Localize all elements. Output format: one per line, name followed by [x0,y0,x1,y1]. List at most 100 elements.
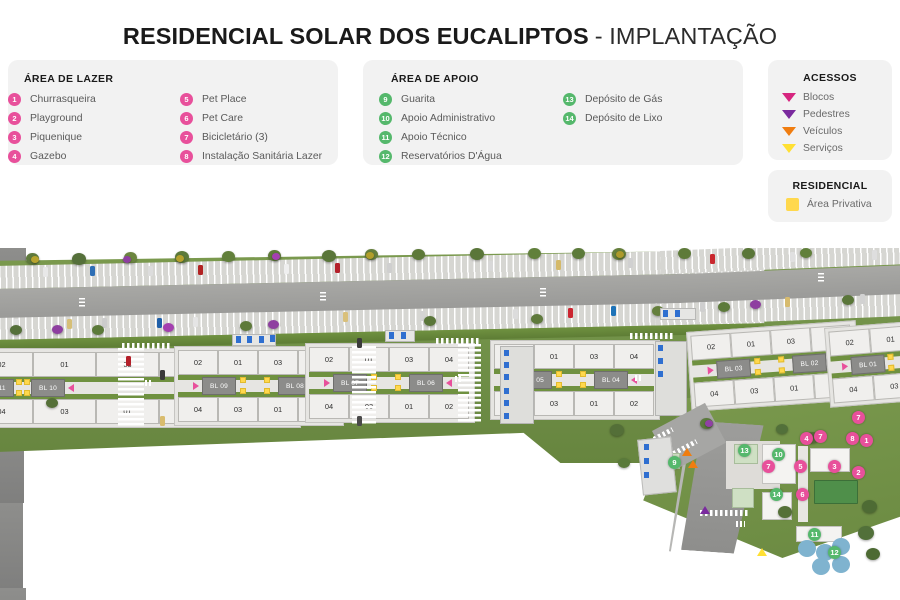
site-plan-map[interactable]: 02 01 03 04 04 03 01 02 BL 11 BL 10 [0,248,900,600]
map-marker-1[interactable]: 1 [860,434,873,447]
legend-item[interactable]: 13 Depósito de Gás [563,90,662,109]
unit[interactable]: 01 [534,344,574,369]
map-marker-12[interactable]: 12 [828,546,841,559]
unit[interactable]: 03 [770,327,812,356]
tree [46,398,58,408]
legend-item[interactable]: Área Privativa [786,198,872,211]
legend-label-6: Pet Care [202,113,244,124]
legend-item[interactable]: 4 Gazebo [8,147,96,166]
map-marker-5[interactable]: 5 [794,460,807,473]
unit[interactable]: 01 [33,352,96,377]
block-core-bl03[interactable]: BL 03 [716,358,752,379]
tree [800,248,812,258]
legend-item[interactable]: 1 Churrasqueira [8,90,96,109]
unit[interactable]: 01 [574,391,614,416]
unit[interactable]: 04 [693,379,736,408]
legend-item[interactable]: 12 Reservatórios D'Água [379,147,502,166]
legend-label-7: Bicicletário (3) [202,132,268,143]
block-core-bl02[interactable]: BL 02 [791,353,828,374]
car [710,254,715,264]
amenity-building-lixo[interactable] [732,488,754,508]
unit[interactable]: 02 [828,328,872,357]
map-marker-11[interactable]: 11 [808,528,821,541]
unit[interactable]: 03 [258,350,298,375]
map-marker-4[interactable]: 4 [800,432,813,445]
unit[interactable]: 03 [872,372,900,401]
unit[interactable]: 01 [773,374,815,402]
unit[interactable]: 01 [869,325,900,354]
private-area [887,353,894,361]
block-core-bl06[interactable]: BL 06 [409,374,443,392]
triangle-marker-veiculos-map [688,460,698,468]
map-marker-7c[interactable]: 7 [762,460,775,473]
unit[interactable]: 01 [389,394,429,419]
map-marker-13[interactable]: 13 [738,444,751,457]
triangle-marker-pedestres-map [700,506,710,514]
unit[interactable]: 02 [178,350,218,375]
map-marker-3[interactable]: 3 [828,460,841,473]
legend-title-apoio: ÁREA DE APOIO [391,73,479,85]
unit[interactable]: 02 [0,352,33,377]
legend-item[interactable]: Blocos [782,89,850,106]
unit[interactable]: 01 [218,350,258,375]
legend-item[interactable]: 9 Guarita [379,90,502,109]
legend-item[interactable]: 10 Apoio Administrativo [379,109,502,128]
unit[interactable]: 04 [614,344,654,369]
unit[interactable]: 04 [309,394,349,419]
legend-item[interactable]: 3 Piquenique [8,128,96,147]
unit[interactable]: 04 [0,399,33,424]
map-marker-9[interactable]: 9 [668,456,681,469]
legend-item[interactable]: 14 Depósito de Lixo [563,109,662,128]
map-marker-14[interactable]: 14 [770,488,783,501]
map-marker-7b[interactable]: 7 [814,430,827,443]
unit[interactable]: 03 [733,377,776,405]
internal-road-5 [0,588,26,600]
legend-item[interactable]: 8 Instalação Sanitária Lazer [180,147,322,166]
unit[interactable]: 01 [730,330,772,358]
legend-title-lazer: ÁREA DE LAZER [24,73,114,85]
color-swatch-area-privativa [786,198,799,211]
car [160,370,165,380]
private-area [240,377,246,383]
block-core-bl11[interactable]: BL 11 [0,379,14,397]
block-access-marker [707,366,715,375]
car [420,311,425,321]
car [90,266,95,276]
map-marker-7-bl01[interactable]: 7 [852,411,865,424]
sports-court[interactable] [814,480,858,504]
legend-item[interactable]: 5 Pet Place [180,90,322,109]
legend-item[interactable]: 11 Apoio Técnico [379,128,502,147]
unit[interactable]: 03 [534,391,574,416]
tree [222,251,235,262]
unit[interactable]: 03 [389,347,429,372]
block-core-bl09[interactable]: BL 09 [202,377,236,395]
car [160,416,165,426]
unit[interactable]: 02 [614,391,654,416]
accessible-parking-icon [504,413,509,419]
block-core-bl01[interactable]: BL 01 [850,354,886,375]
legend-item[interactable]: Veículos [782,123,850,140]
unit[interactable]: 01 [258,397,298,422]
tree [163,323,174,332]
map-marker-6[interactable]: 6 [796,488,809,501]
unit[interactable]: 02 [690,332,732,361]
map-marker-8[interactable]: 8 [846,432,859,445]
unit[interactable]: 02 [309,347,349,372]
unit[interactable]: 04 [831,375,875,404]
unit[interactable]: 03 [33,399,96,424]
map-marker-10[interactable]: 10 [772,448,785,461]
block-core-bl04[interactable]: BL 04 [594,371,628,389]
unit[interactable]: 04 [178,397,218,422]
legend-lazer-column-2: 5 Pet Place 6 Pet Care 7 Bicicletário (3… [180,90,322,166]
legend-item[interactable]: 7 Bicicletário (3) [180,128,322,147]
map-marker-2[interactable]: 2 [852,466,865,479]
unit[interactable]: 03 [574,344,614,369]
legend-item[interactable]: Pedestres [782,106,850,123]
legend-item[interactable]: 6 Pet Care [180,109,322,128]
legend-item[interactable]: Serviços [782,140,850,157]
block-core-bl10[interactable]: BL 10 [31,379,65,397]
private-area [580,382,586,388]
amenity-walkway [798,446,808,522]
legend-item[interactable]: 2 Playground [8,109,96,128]
unit[interactable]: 03 [218,397,258,422]
